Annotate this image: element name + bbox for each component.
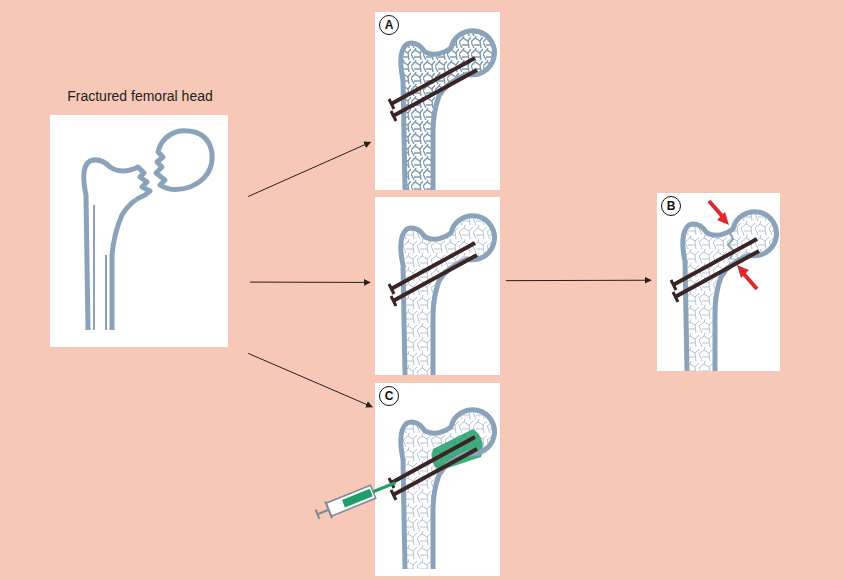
flow-arrow xyxy=(506,280,651,281)
collapsed-femur xyxy=(671,201,776,371)
panel: C xyxy=(375,383,500,576)
load-arrow xyxy=(709,201,729,225)
panel-letter: B xyxy=(661,196,681,216)
fractured-femur xyxy=(84,131,212,330)
flow-arrow xyxy=(248,142,370,196)
syringe xyxy=(314,474,399,522)
augmented-femur xyxy=(314,410,494,569)
panel xyxy=(375,197,500,375)
panel: A xyxy=(375,12,500,190)
panel-letter: C xyxy=(379,386,399,406)
panel-letter: A xyxy=(379,15,399,35)
fixed-femur xyxy=(389,216,494,375)
flow-arrow xyxy=(250,282,370,283)
panel: B xyxy=(657,193,780,371)
load-arrow xyxy=(737,265,757,289)
panel: Fractured femoral head xyxy=(50,115,228,347)
panel-title: Fractured femoral head xyxy=(30,88,250,104)
fixed-femur xyxy=(389,31,494,190)
flow-arrow xyxy=(248,353,372,407)
